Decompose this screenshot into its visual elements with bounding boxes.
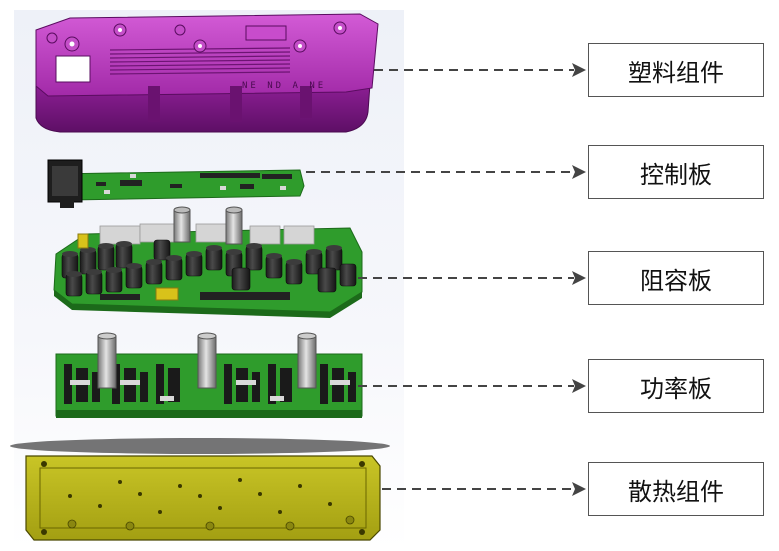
leader-arrows [572, 63, 586, 496]
arrow-plastic [572, 63, 586, 77]
arrow-heatsink [572, 482, 586, 496]
label-heatsink-assembly: 散热组件 [588, 462, 764, 516]
plastic-assembly: NE ND A NE [35, 13, 379, 133]
label-power-board: 功率板 [588, 359, 764, 413]
svg-text:NE ND A NE: NE ND A NE [242, 81, 326, 91]
control-board [47, 159, 305, 208]
leader-lines [306, 69, 574, 490]
label-capacitor-board: 阻容板 [588, 251, 764, 305]
capacitor-board [53, 206, 363, 318]
label-control-board: 控制板 [588, 145, 764, 199]
label-plastic-assembly-text: 塑料组件 [628, 58, 724, 87]
label-heatsink-assembly-text: 散热组件 [628, 477, 724, 506]
label-control-board-text: 控制板 [640, 160, 712, 189]
heatsink-assembly [10, 438, 390, 541]
power-board [55, 332, 363, 418]
label-capacitor-board-text: 阻容板 [640, 266, 712, 295]
arrow-power [572, 379, 586, 393]
arrow-control [572, 165, 586, 179]
label-power-board-text: 功率板 [640, 374, 712, 403]
arrow-capacitor [572, 271, 586, 285]
label-plastic-assembly: 塑料组件 [588, 43, 764, 97]
